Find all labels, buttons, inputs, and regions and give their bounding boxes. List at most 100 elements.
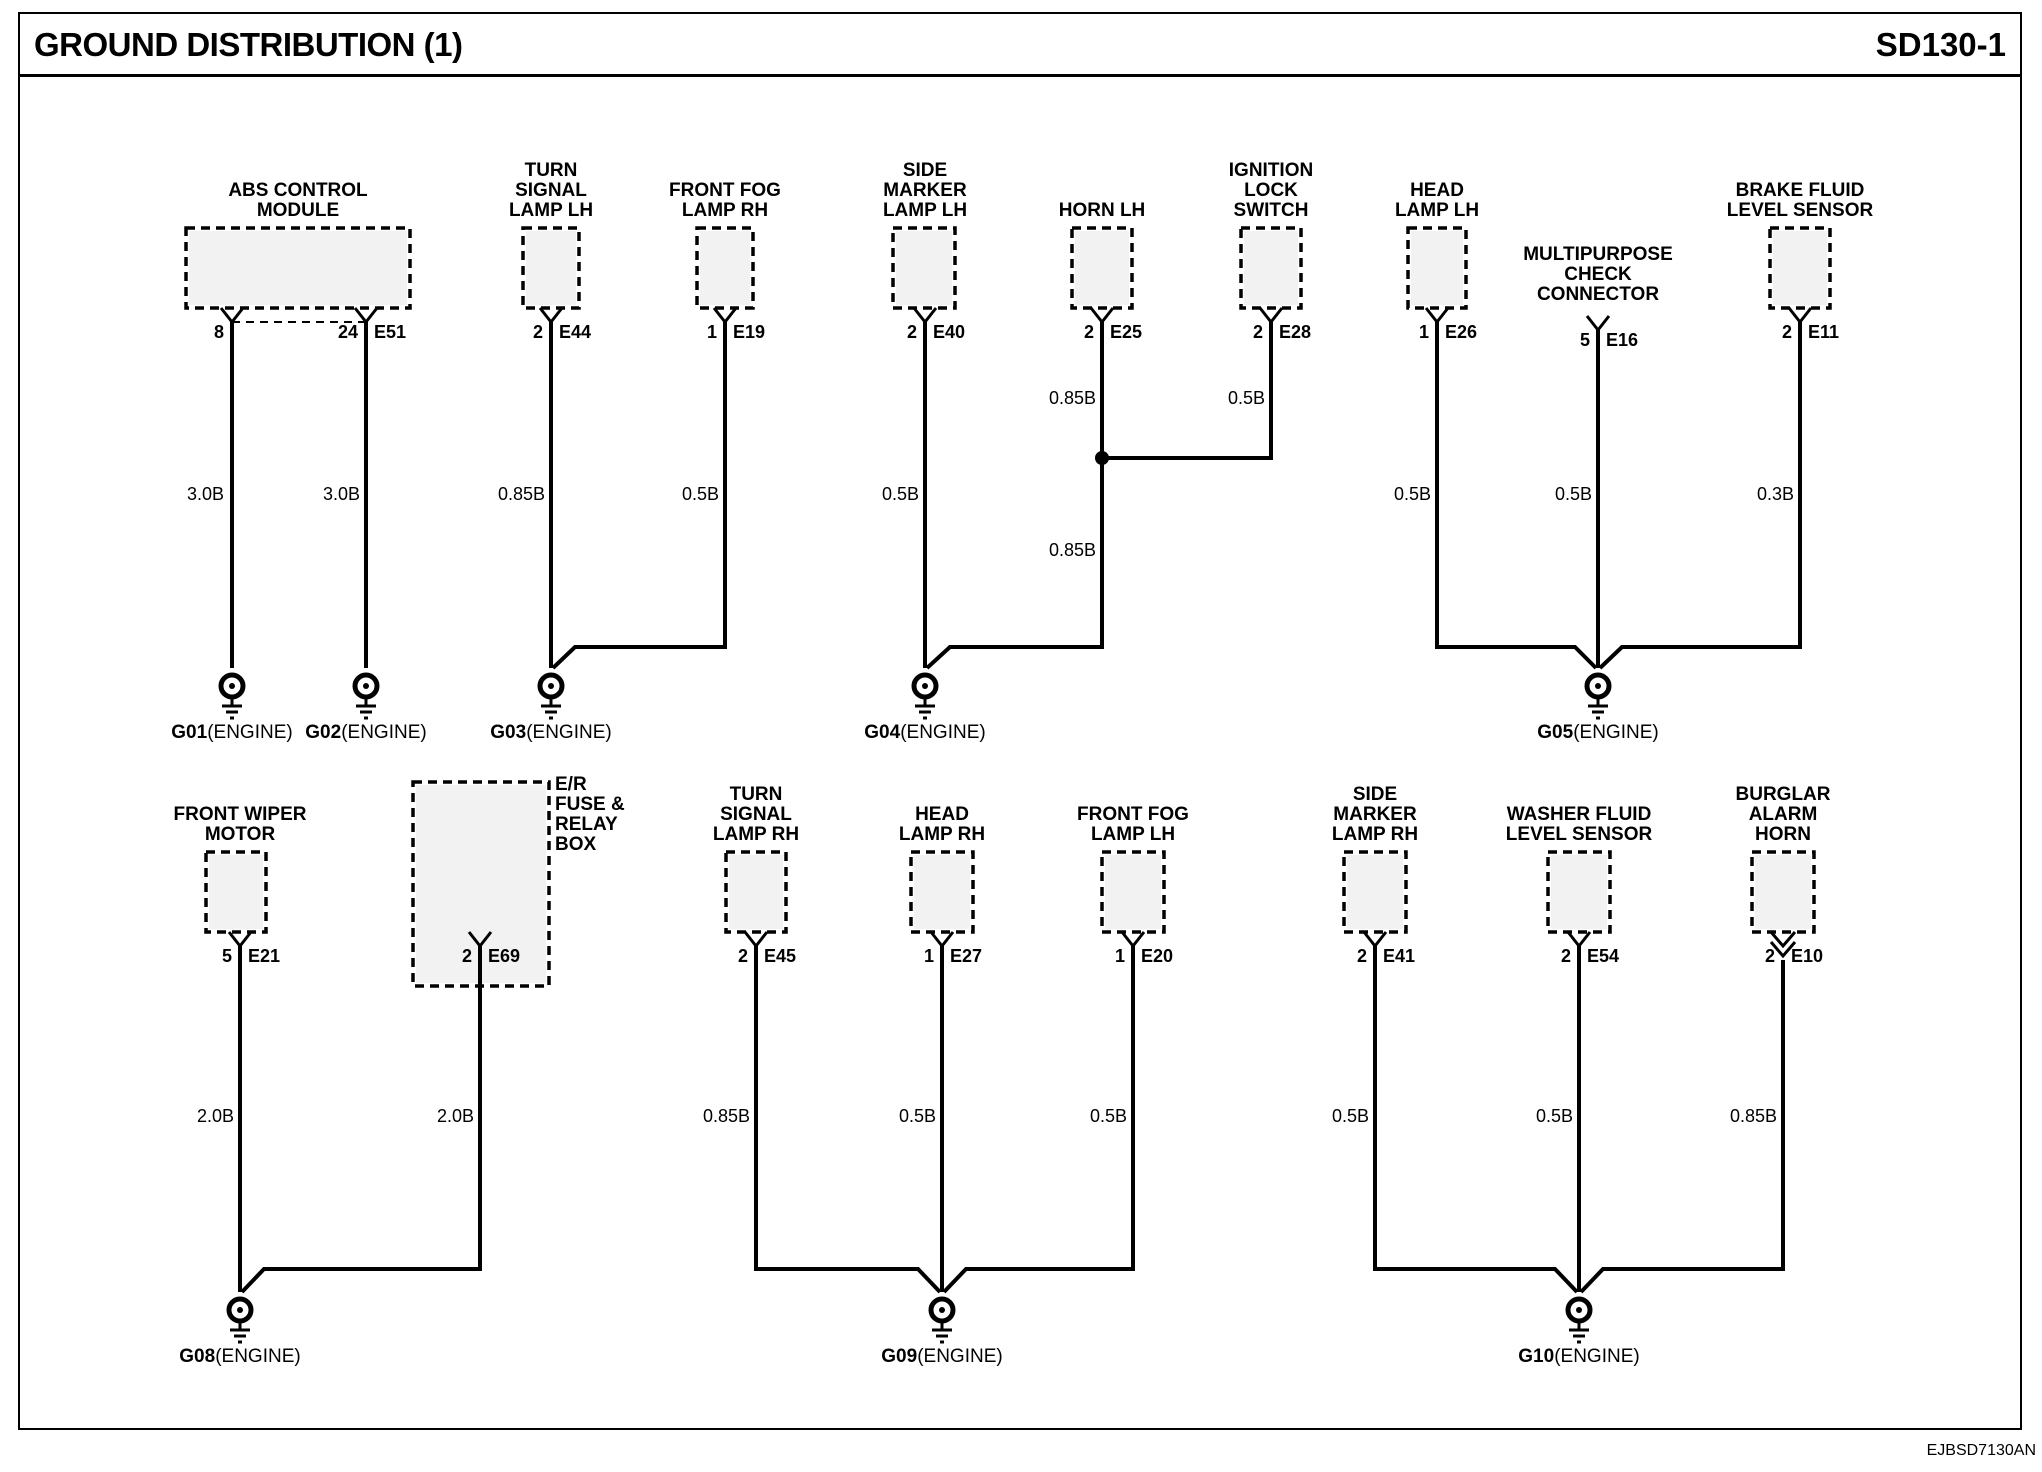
ground-g08: G08(ENGINE)	[179, 1296, 301, 1367]
component-label: MARKER	[1333, 804, 1417, 825]
pin-number: 2	[1357, 946, 1367, 966]
component-label: TURN	[525, 160, 578, 181]
wire-smlh: 0.5B	[882, 322, 927, 668]
component-label: LAMP RH	[682, 200, 768, 221]
component-label: MULTIPURPOSE	[1523, 244, 1673, 265]
component-label: BOX	[555, 834, 597, 855]
pin-number: 8	[214, 322, 224, 342]
wire-horn-upper: 0.85B	[1049, 322, 1104, 458]
page-code: SD130-1	[1875, 26, 2006, 63]
title-bar: GROUND DISTRIBUTION (1) SD130-1	[20, 14, 2020, 77]
component-label: RELAY	[555, 814, 618, 835]
pin-wfl: 2 E54	[1561, 931, 1619, 966]
component-label: LAMP LH	[1091, 824, 1175, 845]
wire-gauge-label: 0.5B	[1228, 388, 1265, 408]
ground-g03: G03(ENGINE)	[490, 672, 612, 743]
connector-id: E27	[950, 946, 982, 966]
connector-id: E41	[1383, 946, 1415, 966]
pin-number: 5	[1580, 330, 1590, 350]
pin-abs24: 24 E51	[338, 307, 406, 342]
wire-gauge-label: 2.0B	[437, 1106, 474, 1126]
wire-cfr: 2.0B	[240, 946, 482, 1294]
wire-tsrh: 0.85B	[703, 946, 942, 1294]
wire-bfl: 0.3B	[1598, 322, 1802, 670]
component-label: HEAD	[1410, 180, 1464, 201]
ground-label: G05(ENGINE)	[1537, 722, 1658, 743]
ground-g01: G01(ENGINE)	[171, 672, 293, 743]
component-hornlh: HORN LH	[1059, 200, 1146, 310]
pin-tslh: 2 E44	[533, 307, 591, 342]
component-label: LEVEL SENSOR	[1727, 200, 1874, 221]
wire-smrh: 0.5B	[1332, 946, 1579, 1294]
wire-abs8: 3.0B	[187, 322, 234, 668]
component-label: CONNECTOR	[1537, 284, 1659, 305]
pin-number: 2	[1782, 322, 1792, 342]
pin-number: 2	[1253, 322, 1263, 342]
wire-hllh: 0.5B	[1394, 322, 1598, 670]
component-label: LAMP RH	[1332, 824, 1418, 845]
pin-number: 24	[338, 322, 358, 342]
pin-number: 2	[1561, 946, 1571, 966]
wire-gauge-label: 0.85B	[1049, 388, 1096, 408]
wire-gauge-label: 0.85B	[1730, 1106, 1777, 1126]
wire-ign: 0.5B	[1102, 322, 1273, 460]
wire-gauge-label: 0.5B	[1555, 484, 1592, 504]
component-label: MARKER	[883, 180, 967, 201]
connector-id: E20	[1141, 946, 1173, 966]
component-label: FRONT WIPER	[174, 804, 307, 825]
ground-g09: G09(ENGINE)	[881, 1296, 1003, 1367]
wire-gauge-label: 0.5B	[882, 484, 919, 504]
wire-gauge-label: 0.5B	[899, 1106, 936, 1126]
pin-number: 5	[222, 946, 232, 966]
component-label: BRAKE FLUID	[1736, 180, 1865, 201]
component-label: HORN	[1755, 824, 1811, 845]
ground-label: G03(ENGINE)	[490, 722, 611, 743]
connector-id: E54	[1587, 946, 1619, 966]
component-label: TURN	[730, 784, 783, 805]
connector-id: E28	[1279, 322, 1311, 342]
component-label: LAMP LH	[883, 200, 967, 221]
ground-label: G09(ENGINE)	[881, 1346, 1002, 1367]
component-label: HEAD	[915, 804, 969, 825]
pin-number: 1	[1419, 322, 1429, 342]
connector-id: E45	[764, 946, 796, 966]
component-label: LOCK	[1244, 180, 1298, 201]
component-label: SIDE	[903, 160, 947, 181]
connector-id: E44	[559, 322, 591, 342]
component-label: SIGNAL	[720, 804, 792, 825]
pin-smrh: 2 E41	[1357, 931, 1415, 966]
wire-gauge-label: 0.85B	[498, 484, 545, 504]
pin-number: 2	[533, 322, 543, 342]
connector-id: E21	[248, 946, 280, 966]
ground-label: G04(ENGINE)	[864, 722, 985, 743]
page-title: GROUND DISTRIBUTION (1)	[34, 26, 463, 63]
wire-ffrh: 0.5B	[551, 322, 727, 670]
connector-id: E51	[374, 322, 406, 342]
component-label: SIDE	[1353, 784, 1397, 805]
component-label: HORN LH	[1059, 200, 1146, 221]
component-label: E/R	[555, 774, 587, 795]
connector-id: E69	[488, 946, 520, 966]
pin-number: 2	[1765, 946, 1775, 966]
component-label: ALARM	[1749, 804, 1818, 825]
pin-number: 2	[462, 946, 472, 966]
